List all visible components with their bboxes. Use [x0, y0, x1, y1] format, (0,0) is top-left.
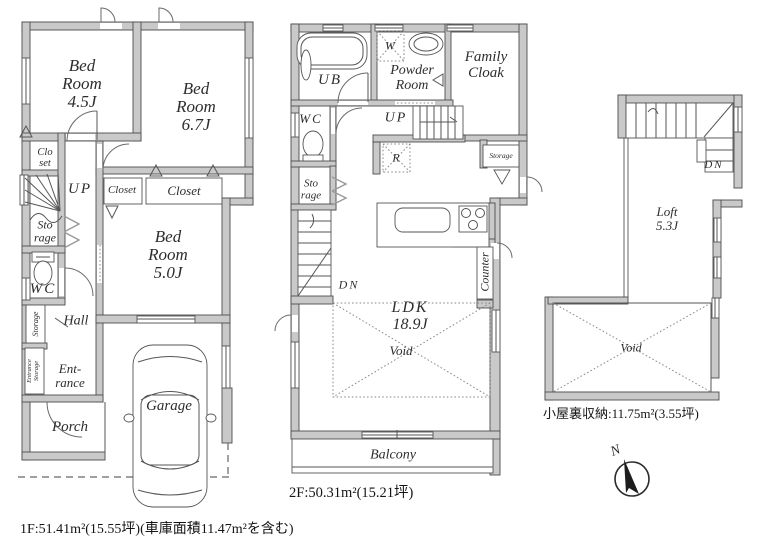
- loft-windows: [711, 106, 743, 319]
- counter-box: [476, 246, 494, 300]
- room-label-closet-a: Closet: [107, 184, 137, 197]
- floor2-plan: [274, 23, 543, 476]
- washer-icon: [376, 30, 405, 62]
- floor2-void: [332, 302, 491, 398]
- room-label-storage-side: Storage: [30, 311, 40, 337]
- compass-icon: [614, 459, 650, 497]
- loft-area-note: 小屋裏収納:11.75m²(3.55坪): [543, 406, 699, 421]
- room-label-void-loft: Void: [620, 340, 642, 355]
- loft-plan: [544, 94, 743, 401]
- room-label-wc-1f: WC: [29, 281, 57, 298]
- garage-boundary: [18, 443, 232, 478]
- floor1-toilet-icon: [31, 251, 55, 286]
- room-label-dn-2f: DN: [338, 277, 360, 292]
- storage-box: [482, 144, 520, 168]
- room-label-washer: W: [385, 38, 395, 53]
- bathtub-icon: [296, 32, 368, 81]
- room-label-counter: Counter: [477, 252, 492, 292]
- floor2-area-note: 2F:50.31m²(15.21坪): [289, 485, 414, 501]
- fridge-icon: [382, 143, 411, 173]
- floor2-up-stairs-icon: [412, 105, 464, 140]
- room-label-ub: UB: [318, 72, 342, 89]
- floor1-area-note: 1F:51.41m²(15.55坪)(車庫面積11.47m²を含む): [20, 522, 294, 537]
- floor1-doors: [19, 110, 220, 438]
- room-label-wc-2f: WC: [299, 111, 323, 127]
- loft-void: [552, 302, 712, 393]
- room-label-storage-small: Storage: [489, 151, 513, 161]
- floor1-plan: [18, 7, 254, 508]
- floor1-closet-boxes: [24, 177, 223, 452]
- loft-walls: [544, 94, 743, 401]
- balcony-outline: [291, 438, 494, 474]
- kitchen-island: [376, 202, 490, 248]
- floor2-down-stairs-icon: [297, 209, 332, 297]
- room-label-closet-b: Closet: [167, 183, 201, 199]
- room-label-up-1f: UP: [68, 181, 92, 198]
- room-label-balcony: Balcony: [370, 447, 416, 463]
- room-label-porch: Porch: [51, 419, 89, 436]
- floor2-windows: [290, 24, 501, 440]
- floor2-doors: [274, 72, 543, 332]
- room-label-dn-loft: DN: [704, 159, 724, 172]
- room-label-up-2f: UP: [384, 110, 408, 126]
- car-icon: [123, 344, 217, 508]
- room-label-void-2f: Void: [389, 343, 413, 359]
- room-label-hall: Hall: [63, 313, 89, 329]
- floor1-stairs-icon: [24, 172, 63, 223]
- loft-stairs-icon: [625, 102, 734, 173]
- room-label-fridge: R: [392, 150, 400, 165]
- room-label-garage: Garage: [146, 398, 192, 415]
- floor2-toilet-icon: [302, 130, 324, 162]
- powder-sink-icon: [408, 32, 444, 56]
- floor1-windows: [19, 7, 254, 389]
- room-label-entrance: Ent-rance: [55, 361, 85, 390]
